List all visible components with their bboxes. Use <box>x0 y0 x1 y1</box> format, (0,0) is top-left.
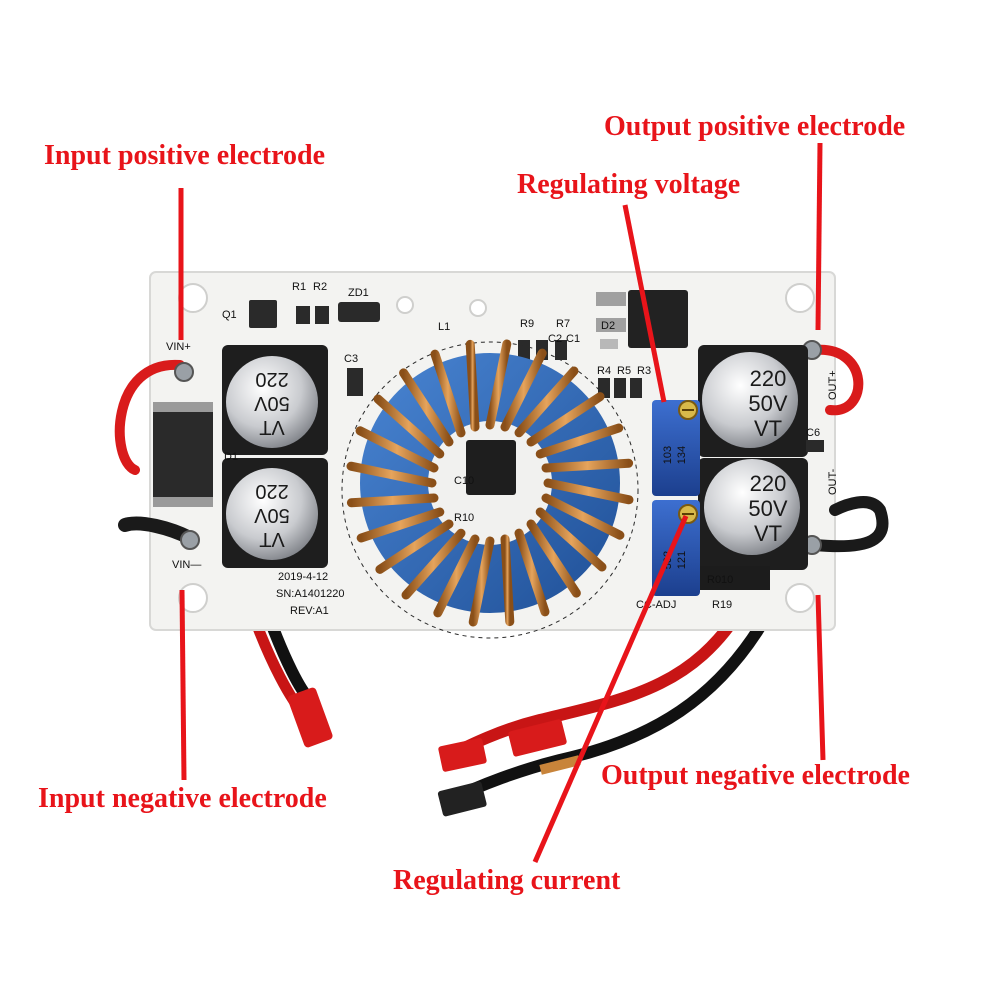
copper-winding <box>485 339 512 430</box>
copper-winding <box>401 528 466 600</box>
output-capacitor-bottom: 220 50V VT <box>698 458 808 570</box>
copper-winding <box>500 534 515 627</box>
copper-winding <box>356 507 445 543</box>
ref-c2: C2 <box>548 333 562 345</box>
toroid-inductor <box>341 339 639 639</box>
copper-winding <box>535 423 624 459</box>
ref-r1: R1 <box>292 281 306 293</box>
copper-winding <box>465 339 480 432</box>
cap-text-line1: VT <box>259 416 285 438</box>
d1-diode <box>153 402 213 507</box>
label-vin-plus: VIN+ <box>166 341 191 353</box>
copper-winding <box>346 493 439 508</box>
r010-shunt <box>700 566 770 590</box>
copper-winding <box>346 461 437 488</box>
ref-cc-adj: CC-ADJ <box>636 599 676 611</box>
ref-d1: D1 <box>224 451 238 463</box>
voltage-pot: 103 134 <box>652 400 700 496</box>
input-wires <box>249 614 333 748</box>
cap-text-line2: 50V <box>748 496 787 521</box>
ref-r19: R19 <box>712 599 732 611</box>
copper-winding <box>399 368 454 447</box>
ref-q1: Q1 <box>222 309 237 321</box>
copper-winding <box>433 534 480 618</box>
cap-text-line2: 50V <box>748 391 787 416</box>
copper-winding <box>514 528 550 617</box>
label-date: 2019-4-12 <box>278 571 328 583</box>
copper-winding <box>535 507 607 572</box>
mounting-holes <box>178 283 815 613</box>
pot-top-code-1: 103 <box>662 446 674 464</box>
ref-c3: C3 <box>344 353 358 365</box>
input-capacitor-bottom: VT 50V 220 <box>222 458 328 568</box>
callout-input-negative: Input negative electrode <box>38 783 327 814</box>
ref-d2: D2 <box>601 320 615 332</box>
cap-text-line2: 50V <box>254 504 290 526</box>
cap-text-line1: 220 <box>750 471 787 496</box>
ref-r9: R9 <box>520 318 534 330</box>
shunt-label: R010 <box>707 574 733 586</box>
copper-winding <box>500 348 547 432</box>
ref-zd1: ZD1 <box>348 287 369 299</box>
copper-winding <box>355 426 439 473</box>
cap-text-line2: 50V <box>254 392 290 414</box>
callout-input-positive: Input positive electrode <box>44 140 326 171</box>
copper-winding <box>541 493 625 540</box>
copper-winding <box>541 458 634 473</box>
cap-text-line1: 220 <box>750 366 787 391</box>
input-capacitor-top: VT 50V 220 <box>222 345 328 455</box>
cap-text-line1: VT <box>259 528 285 550</box>
ref-r4: R4 <box>597 365 611 377</box>
label-vin-minus: VIN— <box>172 559 201 571</box>
copper-winding <box>373 394 445 459</box>
ref-l1: L1 <box>438 321 450 333</box>
label-serial: SN:A1401220 <box>276 588 345 600</box>
cap-text-line3: VT <box>754 521 782 546</box>
ref-c1: C1 <box>566 333 580 345</box>
callout-regulating-voltage: Regulating voltage <box>517 169 741 200</box>
cap-text-line3: 220 <box>255 368 288 390</box>
copper-winding <box>375 519 454 574</box>
ref-r10: R10 <box>454 512 474 524</box>
copper-winding <box>468 536 495 627</box>
callout-output-positive: Output positive electrode <box>604 111 906 142</box>
label-out-plus: OUT+ <box>827 370 839 400</box>
callout-lines <box>178 142 826 863</box>
cap-text-line3: 220 <box>255 480 288 502</box>
output-wires <box>437 604 776 817</box>
pot-top-code-2: 134 <box>676 446 688 464</box>
copper-winding <box>514 366 579 438</box>
pot-bottom-code-2: 121 <box>676 551 688 569</box>
ref-c10: C10 <box>454 475 474 487</box>
copper-winding <box>526 392 605 447</box>
copper-winding <box>526 519 581 598</box>
ref-r2: R2 <box>313 281 327 293</box>
copper-winding <box>543 478 634 505</box>
copper-winding <box>430 349 466 438</box>
output-capacitor-top: 220 50V VT <box>698 345 808 457</box>
callout-regulating-current: Regulating current <box>393 865 621 896</box>
label-out-minus: OUT- <box>827 468 839 495</box>
ref-r3: R3 <box>637 365 651 377</box>
cap-text-line3: VT <box>754 416 782 441</box>
label-rev: REV:A1 <box>290 605 329 617</box>
silkscreen-labels: VIN+ VIN— OUT+ OUT- 2019-4-12 SN:A140122… <box>166 281 839 617</box>
ref-r7: R7 <box>556 318 570 330</box>
callout-output-negative: Output negative electrode <box>601 760 910 791</box>
ref-c6: C6 <box>806 427 820 439</box>
ref-r5: R5 <box>617 365 631 377</box>
